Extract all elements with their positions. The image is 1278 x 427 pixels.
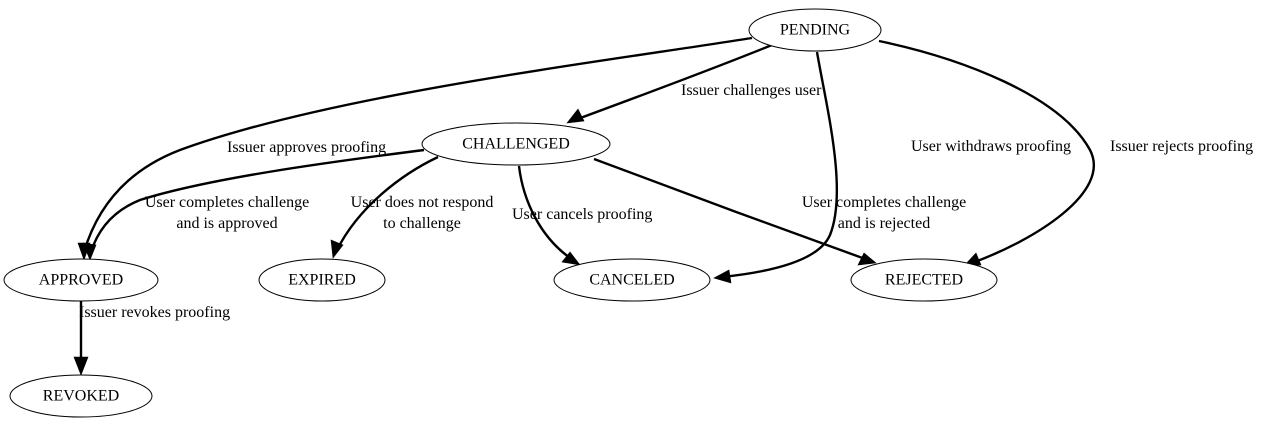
edge-challenged-to-rejected[interactable] <box>593 157 877 266</box>
node-expired-label: EXPIRED <box>288 272 356 289</box>
node-rejected-shape <box>850 258 998 302</box>
node-challenged[interactable]: CHALLENGED <box>421 122 611 166</box>
edge-label-user-cancels-proofing: User cancels proofing <box>512 206 652 223</box>
edge-challenged-to-canceled[interactable] <box>517 165 581 266</box>
edge-label-issuer-revokes-proofing: Issuer revokes proofing <box>79 304 230 321</box>
edge-label-user-does-not-respond-line1: User does not respond <box>351 194 494 211</box>
edge-label-issuer-approves-proofing: Issuer approves proofing <box>227 139 386 156</box>
node-approved[interactable]: APPROVED <box>3 258 159 302</box>
node-pending-shape <box>748 8 882 52</box>
arrowhead-challenged-approved <box>82 242 97 261</box>
edge-label-issuer-challenges-user: Issuer challenges user <box>681 82 822 99</box>
node-expired-shape <box>258 258 386 302</box>
arrowhead-approved-revoked <box>73 356 89 376</box>
edge-path-pending-rejected <box>878 39 1095 265</box>
edge-path-challenged-approved <box>89 148 425 253</box>
edge-label-issuer-rejects-proofing: Issuer rejects proofing <box>1110 138 1253 155</box>
edge-path-pending-canceled <box>721 51 839 279</box>
arrowhead-pending-challenged <box>566 108 585 124</box>
node-rejected-label: REJECTED <box>885 272 963 289</box>
arrowhead-pending-canceled <box>713 269 732 284</box>
edge-label-user-withdraws-proofing: User withdraws proofing <box>911 138 1071 155</box>
edge-path-challenged-canceled <box>517 165 574 261</box>
edge-label-user-completes-challenge-rejected-line2: and is rejected <box>838 215 930 232</box>
node-rejected[interactable]: REJECTED <box>850 258 998 302</box>
arrowhead-challenged-expired <box>330 239 344 259</box>
edge-pending-to-canceled[interactable] <box>713 51 839 284</box>
node-revoked[interactable]: REVOKED <box>9 374 153 418</box>
edge-path-challenged-rejected <box>593 157 869 262</box>
node-canceled-shape <box>553 258 711 302</box>
arrowhead-challenged-canceled <box>561 251 581 266</box>
node-canceled[interactable]: CANCELED <box>553 258 711 302</box>
edge-label-user-completes-challenge-approved-line1: User completes challenge <box>145 194 309 211</box>
node-revoked-shape <box>9 374 153 418</box>
edge-label-user-completes-challenge-rejected-line1: User completes challenge <box>802 194 966 211</box>
edge-path-pending-approved <box>82 36 753 253</box>
edge-challenged-to-expired[interactable] <box>330 155 439 259</box>
arrowhead-challenged-rejected <box>857 252 877 266</box>
node-approved-label: APPROVED <box>39 272 123 289</box>
node-approved-shape <box>3 258 159 302</box>
edge-path-challenged-expired <box>335 155 439 251</box>
node-canceled-label: CANCELED <box>589 272 674 289</box>
edge-label-user-does-not-respond-line2: to challenge <box>383 215 461 232</box>
edge-pending-to-challenged[interactable] <box>566 43 773 124</box>
node-challenged-shape <box>421 122 611 166</box>
node-pending[interactable]: PENDING <box>748 8 882 52</box>
node-expired[interactable]: EXPIRED <box>258 258 386 302</box>
edge-path-pending-challenged <box>574 43 773 122</box>
edge-label-user-completes-challenge-approved-line2: and is approved <box>176 215 277 232</box>
edge-approved-to-revoked[interactable] <box>73 301 89 376</box>
node-revoked-label: REVOKED <box>43 388 119 405</box>
edge-challenged-to-approved[interactable] <box>82 148 425 261</box>
node-challenged-label: CHALLENGED <box>462 136 570 153</box>
node-pending-label: PENDING <box>780 22 851 39</box>
